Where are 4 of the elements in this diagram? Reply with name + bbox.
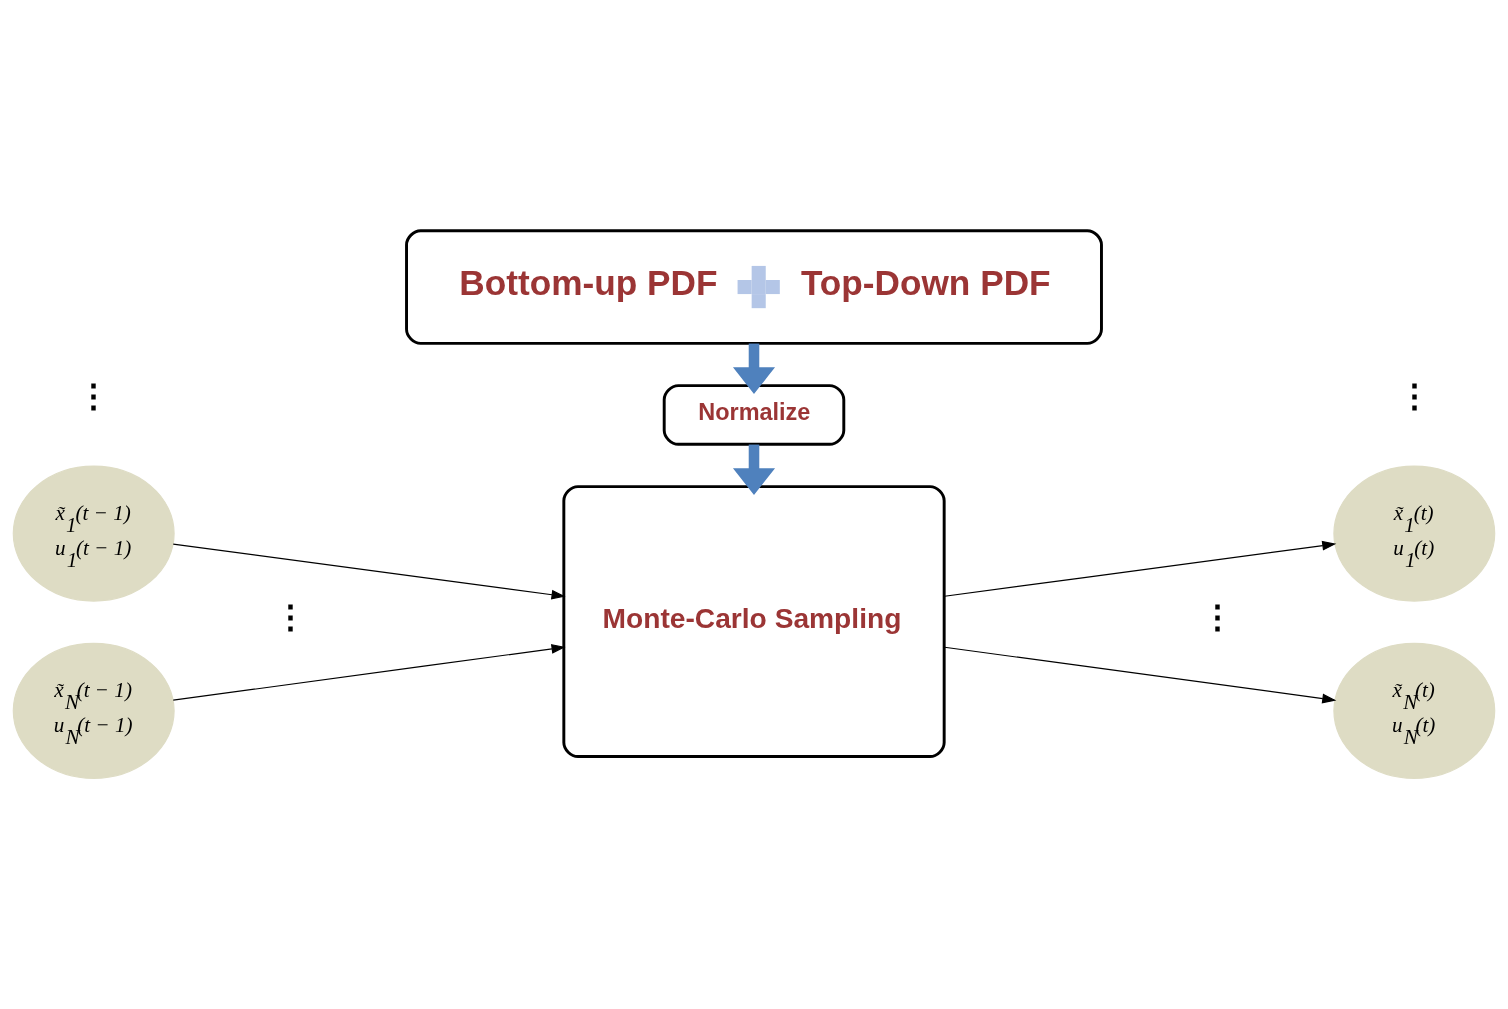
label: ⋮	[1397, 377, 1431, 415]
label: ⋮	[77, 377, 111, 415]
label: ⋮	[273, 598, 307, 636]
label: ⋮	[1201, 598, 1235, 636]
